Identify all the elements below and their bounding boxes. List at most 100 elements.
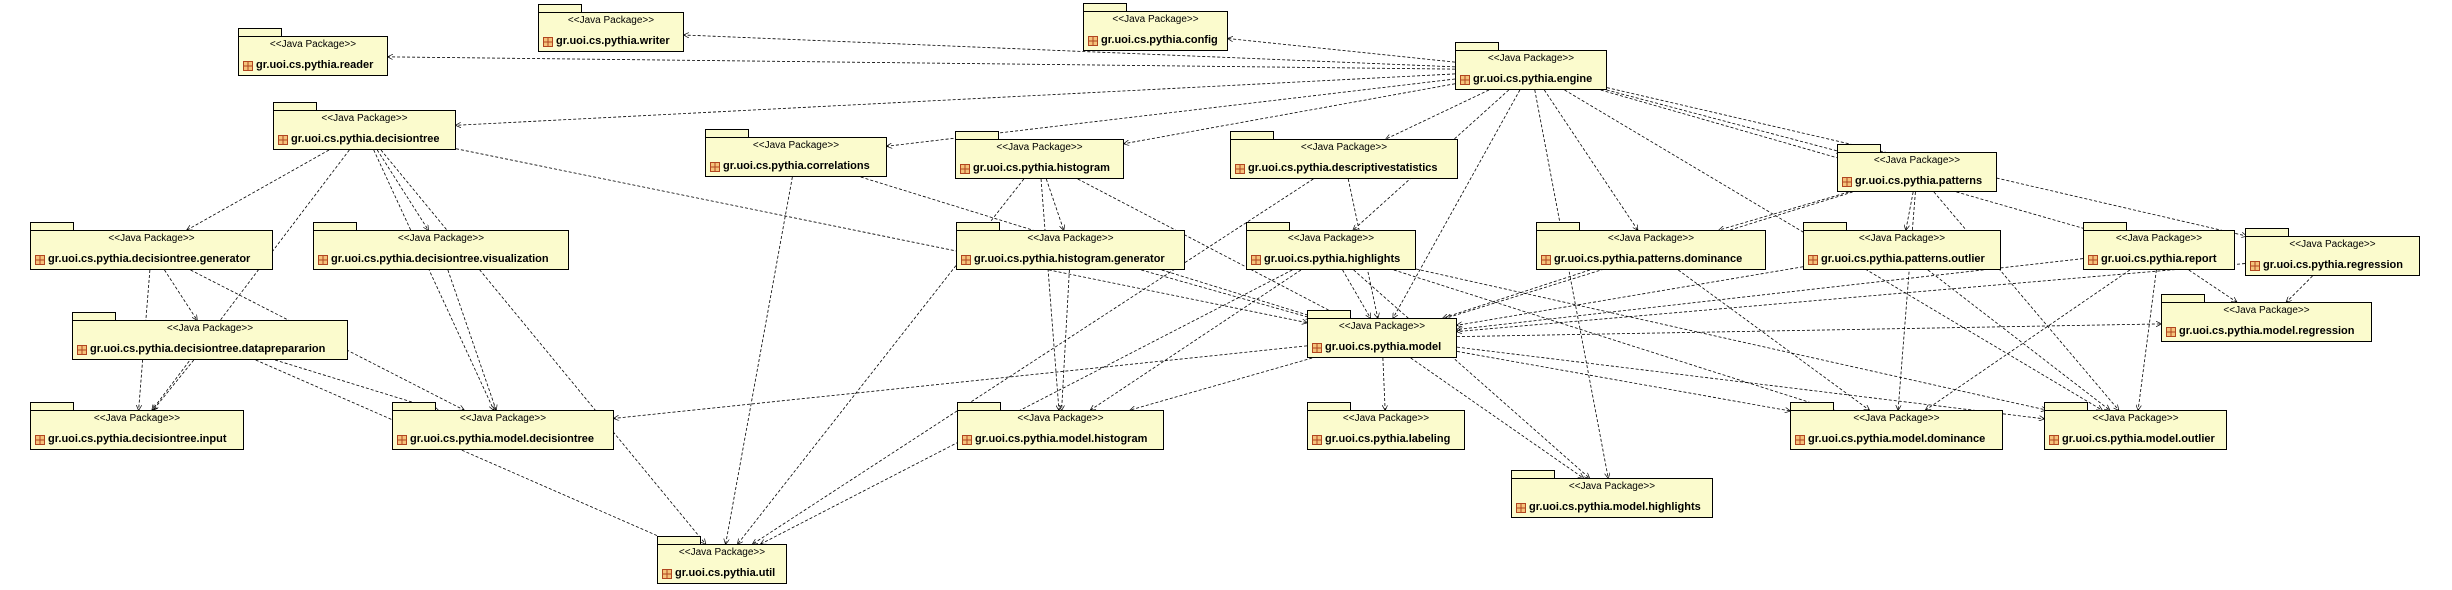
package-regression[interactable]: <<Java Package>>gr.uoi.cs.pythia.regress… — [2245, 228, 2420, 276]
package-tab — [1307, 402, 1351, 411]
package-name-row: gr.uoi.cs.pythia.histogram — [960, 162, 1121, 175]
package-engine[interactable]: <<Java Package>>gr.uoi.cs.pythia.engine — [1455, 42, 1607, 90]
package-model-regression[interactable]: <<Java Package>>gr.uoi.cs.pythia.model.r… — [2161, 294, 2372, 342]
package-model-decisiontree[interactable]: <<Java Package>>gr.uoi.cs.pythia.model.d… — [392, 402, 614, 450]
package-labeling[interactable]: <<Java Package>>gr.uoi.cs.pythia.labelin… — [1307, 402, 1465, 450]
dependency-patterns-to-patterns-dominance — [1719, 191, 1849, 230]
package-histogram-generator[interactable]: <<Java Package>>gr.uoi.cs.pythia.histogr… — [956, 222, 1185, 270]
package-writer[interactable]: <<Java Package>>gr.uoi.cs.pythia.writer — [538, 4, 684, 52]
stereotype-label: <<Java Package>> — [1342, 413, 1430, 424]
package-body: <<Java Package>>gr.uoi.cs.pythia.regress… — [2245, 236, 2420, 276]
package-util[interactable]: <<Java Package>>gr.uoi.cs.pythia.util — [657, 536, 787, 584]
package-tab — [1307, 310, 1351, 319]
package-icon — [2250, 260, 2260, 271]
package-body: <<Java Package>> gr.uoi.cs.pythia.config — [1083, 11, 1228, 51]
package-histogram[interactable]: <<Java Package>>gr.uoi.cs.pythia.histogr… — [955, 131, 1124, 179]
dependency-decisiontree-to-dt-input — [152, 149, 350, 410]
package-tab — [2161, 294, 2205, 303]
package-report[interactable]: <<Java Package>>gr.uoi.cs.pythia.report — [2083, 222, 2235, 270]
package-icon — [543, 36, 553, 47]
package-name-row: gr.uoi.cs.pythia.patterns.dominance — [1541, 253, 1763, 266]
stereotype-label: <<Java Package>> — [93, 413, 181, 424]
dependency-model-to-model-outlier — [1456, 346, 2044, 419]
package-decisiontree[interactable]: <<Java Package>>gr.uoi.cs.pythia.decisio… — [273, 102, 456, 150]
dependency-model-to-model-decisiontree — [614, 345, 1308, 419]
package-name: gr.uoi.cs.pythia.model.decisiontree — [410, 433, 594, 445]
package-patterns-outlier[interactable]: <<Java Package>>gr.uoi.cs.pythia.pattern… — [1803, 222, 2001, 270]
package-name: gr.uoi.cs.pythia.decisiontree.generator — [48, 253, 251, 265]
package-tab — [1803, 222, 1847, 231]
package-model[interactable]: <<Java Package>>gr.uoi.cs.pythia.model — [1307, 310, 1457, 358]
package-dt-generator[interactable]: <<Java Package>> gr.uoi.cs.pythia.decisio… — [30, 222, 273, 270]
package-icon — [35, 434, 45, 445]
package-model-histogram[interactable]: <<Java Package>>gr.uoi.cs.pythia.model.h… — [957, 402, 1164, 450]
package-name: gr.uoi.cs.pythia.model.regression — [2179, 325, 2355, 337]
stereotype-label: <<Java Package>> — [1568, 481, 1656, 492]
package-body: <<Java Package>>gr.uoi.cs.pythia.util — [657, 544, 787, 584]
package-icon — [318, 254, 328, 265]
package-model-dominance[interactable]: <<Java Package>>gr.uoi.cs.pythia.model.d… — [1790, 402, 2003, 450]
package-name-row: gr.uoi.cs.pythia.correlations — [710, 160, 884, 173]
dependency-report-to-model-regression — [2188, 269, 2237, 302]
dependency-engine-to-regression — [1606, 87, 2246, 236]
package-descriptivestatistics[interactable]: <<Java Package>>gr.uoi.cs.pythia.descrip… — [1230, 131, 1458, 179]
package-body: <<Java Package>>gr.uoi.cs.pythia.model.d… — [1790, 410, 2003, 450]
package-correlations[interactable]: <<Java Package>> gr.uoi.cs.pythia.correla… — [705, 129, 887, 177]
package-dt-datapreparation[interactable]: <<Java Package>>gr.uoi.cs.pythia.decisio… — [72, 312, 348, 360]
package-icon — [278, 134, 288, 145]
package-name: gr.uoi.cs.pythia.patterns.outlier — [1821, 253, 1985, 265]
package-name: gr.uoi.cs.pythia.config — [1101, 34, 1218, 46]
package-name: gr.uoi.cs.pythia.patterns — [1855, 175, 1983, 187]
dependency-engine-to-model — [1393, 89, 1521, 318]
dependency-patterns-to-patterns-outlier — [1906, 191, 1914, 230]
package-name: gr.uoi.cs.pythia.descriptivestatistics — [1248, 162, 1438, 174]
package-tab — [1511, 470, 1555, 479]
package-name: gr.uoi.cs.pythia.decisiontree — [291, 133, 440, 145]
package-config[interactable]: <<Java Package>> gr.uoi.cs.pythia.config — [1083, 3, 1228, 51]
stereotype-label: <<Java Package>> — [108, 233, 195, 244]
stereotype-label: <<Java Package>> — [397, 233, 485, 244]
package-patterns-dominance[interactable]: <<Java Package>>gr.uoi.cs.pythia.pattern… — [1536, 222, 1766, 270]
dependency-patterns-outlier-to-model-outlier — [1927, 269, 2110, 410]
dependency-patterns-dominance-to-model-dominance — [1678, 269, 1869, 410]
package-name-row: gr.uoi.cs.pythia.reader — [243, 59, 385, 72]
package-tab — [238, 28, 282, 37]
package-name-row: gr.uoi.cs.pythia.decisiontree.dataprepar… — [77, 343, 345, 356]
stereotype-label: <<Java Package>> — [1487, 53, 1575, 64]
package-body: <<Java Package>>gr.uoi.cs.pythia.model.r… — [2161, 302, 2372, 342]
stereotype-label: <<Java Package>> — [752, 140, 840, 151]
stereotype-label: <<Java Package>> — [2289, 239, 2376, 250]
package-body: <<Java Package>>gr.uoi.cs.pythia.histogr… — [955, 139, 1124, 179]
dependency-patterns-dominance-to-model — [1443, 269, 1590, 318]
package-name: gr.uoi.cs.pythia.model.dominance — [1808, 433, 1986, 445]
package-model-outlier[interactable]: <<Java Package>>gr.uoi.cs.pythia.model.o… — [2044, 402, 2227, 450]
package-tab — [1455, 42, 1499, 51]
package-body: <<Java Package>>gr.uoi.cs.pythia.model.o… — [2044, 410, 2227, 450]
package-icon — [243, 60, 253, 71]
package-name-row: gr.uoi.cs.pythia.model.highlights — [1516, 501, 1710, 514]
package-dt-visualization[interactable]: <<Java Package>> gr.uoi.cs.pythia.decisio… — [313, 222, 569, 270]
package-highlights[interactable]: <<Java Package>>gr.uoi.cs.pythia.highlig… — [1246, 222, 1416, 270]
package-icon — [1516, 502, 1526, 513]
package-patterns[interactable]: <<Java Package>>gr.uoi.cs.pythia.pattern… — [1837, 144, 1997, 192]
package-tab — [392, 402, 436, 411]
package-name-row: gr.uoi.cs.pythia.decisiontree.visualizat… — [318, 253, 566, 266]
package-name-row: gr.uoi.cs.pythia.decisiontree.input — [35, 433, 241, 446]
package-tab — [657, 536, 701, 545]
package-dt-input[interactable]: <<Java Package>> gr.uoi.cs.pythia.decisio… — [30, 402, 244, 450]
package-reader[interactable]: <<Java Package>>gr.uoi.cs.pythia.reader — [238, 28, 388, 76]
package-body: <<Java Package>> gr.uoi.cs.pythia.decisio… — [30, 230, 273, 270]
package-icon — [1460, 74, 1470, 85]
package-model-highlights[interactable]: <<Java Package>> gr.uoi.cs.pythia.model.h… — [1511, 470, 1713, 518]
dependency-engine-to-model-highlights — [1534, 89, 1608, 478]
package-name-row: gr.uoi.cs.pythia.model.decisiontree — [397, 433, 611, 446]
package-name: gr.uoi.cs.pythia.report — [2101, 253, 2217, 265]
package-name-row: gr.uoi.cs.pythia.writer — [543, 35, 681, 48]
stereotype-label: <<Java Package>> — [1112, 14, 1199, 25]
package-tab — [1230, 131, 1274, 140]
package-tab — [956, 222, 1000, 231]
dependency-highlights-to-model-highlights — [1353, 269, 1590, 478]
dependency-model-to-labeling — [1383, 357, 1385, 410]
package-body: <<Java Package>>gr.uoi.cs.pythia.engine — [1455, 50, 1607, 90]
